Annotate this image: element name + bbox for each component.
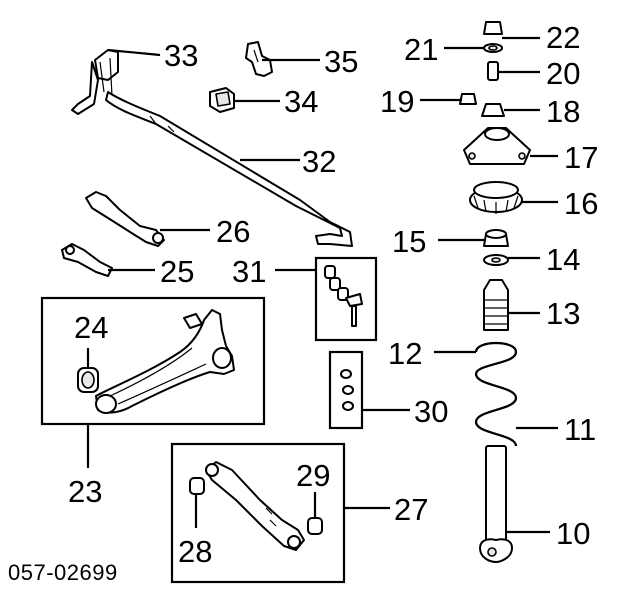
bump-stop-cap-15 — [483, 229, 509, 247]
trailing-arm-23 — [95, 309, 235, 414]
callout-27: 27 — [394, 492, 428, 527]
lower-arm-27 — [205, 461, 305, 551]
washer-21 — [483, 43, 503, 53]
callout-23: 23 — [68, 474, 102, 509]
callout-11: 11 — [564, 412, 596, 447]
strut-mount-17 — [463, 127, 531, 165]
nut-22 — [483, 21, 503, 35]
box-31 — [314, 256, 378, 342]
link-25 — [61, 243, 113, 277]
callout-31: 31 — [232, 254, 266, 289]
callout-21: 21 — [404, 32, 438, 67]
callout-14: 14 — [546, 242, 580, 277]
callout-32: 32 — [302, 144, 336, 179]
callout-17: 17 — [564, 140, 598, 175]
shock-absorber-10 — [479, 445, 513, 563]
callout-28: 28 — [178, 534, 212, 569]
stabilizer-bar — [71, 49, 353, 247]
bushing-set-30 — [340, 369, 354, 411]
callout-30: 30 — [414, 394, 448, 429]
callout-35: 35 — [324, 44, 358, 79]
mount-cap-18 — [481, 103, 505, 117]
spring-seat-16 — [469, 181, 523, 214]
callout-34: 34 — [284, 84, 318, 119]
callout-25: 25 — [160, 254, 194, 289]
callout-22: 22 — [546, 20, 580, 55]
leader-lines — [86, 36, 558, 534]
callout-19: 19 — [380, 84, 414, 119]
box-27 — [170, 442, 346, 584]
callout-33: 33 — [164, 38, 198, 73]
callout-12: 12 — [388, 336, 422, 371]
bushing-29 — [307, 517, 323, 535]
nut-19 — [459, 93, 477, 105]
washer-14 — [483, 254, 509, 266]
bushing-28 — [189, 477, 205, 495]
callout-15: 15 — [392, 224, 426, 259]
callout-13: 13 — [546, 296, 580, 331]
bushing-24 — [77, 367, 99, 393]
callout-numbers: 33 35 34 32 26 25 31 24 23 30 29 27 28 2… — [68, 20, 598, 569]
callout-26: 26 — [216, 214, 250, 249]
bracket-35 — [245, 41, 273, 77]
link-26 — [85, 191, 165, 247]
callout-24: 24 — [74, 310, 108, 345]
callout-29: 29 — [296, 458, 330, 493]
collar-20 — [487, 61, 499, 81]
diagram-code: 057-02699 — [8, 560, 118, 585]
box-30 — [328, 350, 364, 430]
bushing-set-31 — [324, 265, 363, 327]
coil-spring-11 — [474, 341, 518, 447]
callout-16: 16 — [564, 186, 598, 221]
callout-10: 10 — [556, 516, 590, 551]
callout-20: 20 — [546, 56, 580, 91]
bump-stop-13 — [483, 279, 509, 331]
callout-18: 18 — [546, 94, 580, 129]
box-23 — [40, 296, 266, 426]
bushing-34 — [209, 87, 235, 113]
